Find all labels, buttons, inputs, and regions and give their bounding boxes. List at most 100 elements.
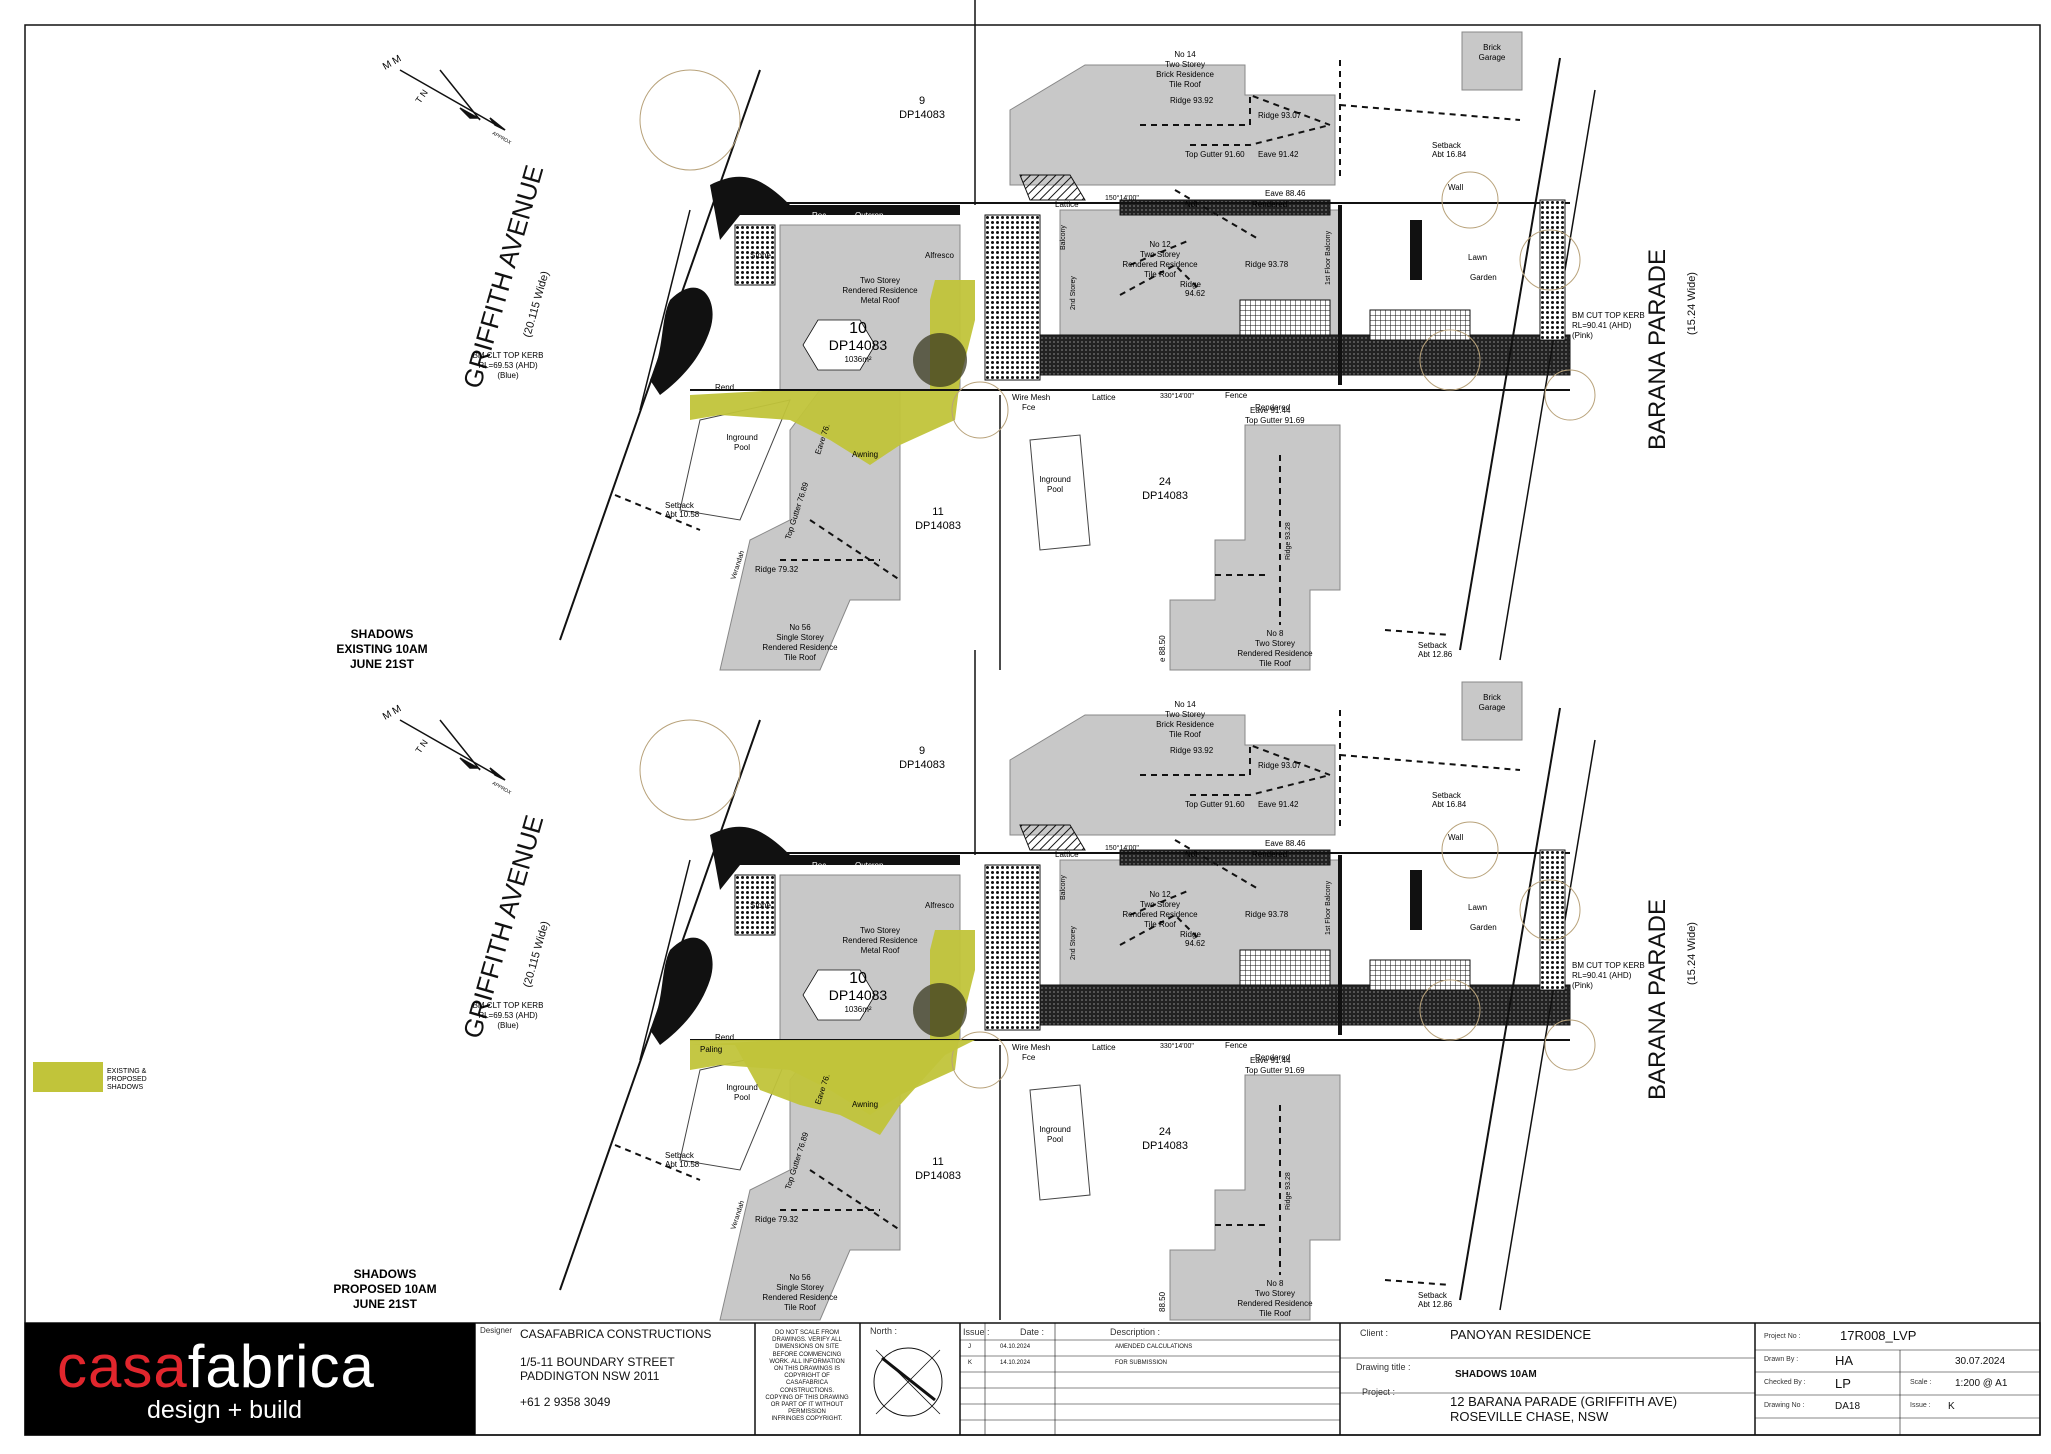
plan-label: Setback xyxy=(1432,791,1462,800)
plan-label: Awning xyxy=(852,450,878,459)
plan-label: Ridge 93.78 xyxy=(1245,910,1289,919)
plan-label: DP14083 xyxy=(1142,1140,1188,1152)
plan-label: e 88.50 xyxy=(1158,635,1167,662)
plan-label: Awning xyxy=(852,1100,878,1109)
plan-label: Roc xyxy=(812,211,826,220)
plan-label: Garden xyxy=(1470,923,1497,932)
plan-label: Alfresco xyxy=(925,901,954,910)
plan-label: Outcrop xyxy=(855,861,884,870)
plan-label: 150°14'00" xyxy=(1105,194,1139,202)
plan-label: Rendered Residence xyxy=(1122,260,1198,269)
plan-label: No 14 xyxy=(1174,700,1196,709)
company-logo: casafabrica design + build xyxy=(25,1323,475,1435)
project-no-label: Project No : xyxy=(1764,1333,1801,1340)
plan-label: Eave 91.44 xyxy=(1250,1056,1291,1065)
plan-label: Eave 88.46 xyxy=(1265,839,1306,848)
date-value: 30.07.2024 xyxy=(1955,1356,2006,1367)
plan-label: Top Gutter 91.69 xyxy=(1245,416,1305,425)
plan-label: 150°14'00" xyxy=(1105,844,1139,852)
plan-label: M M xyxy=(381,53,403,72)
scale: 1:200 @ A1 xyxy=(1955,1378,2008,1389)
plan-label: Garage xyxy=(1479,703,1506,712)
plan-label: 330°14'00" xyxy=(1160,1042,1194,1050)
plan-label: (Blue) xyxy=(497,1021,519,1030)
plan-label: BM CUT TOP KERB xyxy=(1572,311,1645,320)
issue-row-2-issue: K xyxy=(968,1360,973,1366)
checked-by: LP xyxy=(1835,1376,1851,1391)
plan-label: Balcony xyxy=(1060,225,1067,250)
plan-label: Tile Roof xyxy=(1259,1309,1291,1318)
plan-label: 9 xyxy=(919,745,925,757)
date-header: Date : xyxy=(1020,1327,1045,1337)
plan-label: APPROX xyxy=(491,131,513,147)
plan-label: Ridge 93.92 xyxy=(1170,96,1214,105)
plan-label: Abt 16.84 xyxy=(1432,150,1467,159)
plan-label: BM CLT TOP KERB xyxy=(473,1001,544,1010)
caption-line2: EXISTING 10AM xyxy=(336,642,427,656)
plan-label: Balcony xyxy=(1060,875,1067,900)
plan-label: 9 xyxy=(919,95,925,107)
plan-label: 1036m² xyxy=(844,1005,871,1014)
plan-label: DP14083 xyxy=(829,337,888,353)
plan-label: Rendered Residence xyxy=(1237,649,1313,658)
plan-label: (Pink) xyxy=(1572,331,1593,340)
plan-label: Tile Roof xyxy=(1259,659,1291,668)
plan-label: Top Gutter 91.60 xyxy=(1185,150,1245,159)
plan-label: Abt 16.84 xyxy=(1432,800,1467,809)
plan-label: Two Storey xyxy=(1255,1289,1295,1298)
plan-label: JUNE 21ST xyxy=(353,1297,418,1311)
plan-label: Tile Roof xyxy=(1144,270,1176,279)
plan-label: Ridge 79.32 xyxy=(755,565,799,574)
plan-label: Setback xyxy=(665,1151,695,1160)
plan-label: Ridge 93.07 xyxy=(1258,761,1302,770)
plan-label: DP14083 xyxy=(899,109,945,121)
plan-label: Wire Mesh xyxy=(1012,1043,1050,1052)
plan-label: No 14 xyxy=(1174,50,1196,59)
plan-label: Eave 91.42 xyxy=(1258,150,1299,159)
logo-text-fabrica: fabrica xyxy=(187,1333,375,1400)
plan-label: (Blue) xyxy=(497,371,519,380)
plan-label: Fence xyxy=(1225,1041,1248,1050)
plan-label: Metal Roof xyxy=(861,946,900,955)
north-label: North : xyxy=(870,1326,898,1336)
issue-value: K xyxy=(1948,1401,1955,1412)
plan-label: T N xyxy=(413,88,429,105)
plan-label: Rend. xyxy=(715,383,736,392)
plan-label: RL=69.53 (AHD) xyxy=(478,1011,538,1020)
project-address2: ROSEVILLE CHASE, NSW xyxy=(1450,1409,1609,1424)
plan-label: Ridge 93.28 xyxy=(1285,522,1292,560)
plan-label: 24 xyxy=(1159,476,1171,488)
plan-label: Two Storey xyxy=(1140,250,1180,259)
plan-label: Tile Roof xyxy=(784,1303,816,1312)
drawing-title-label: Drawing title : xyxy=(1356,1362,1411,1372)
plan-label: DP14083 xyxy=(899,759,945,771)
logo-tagline: design + build xyxy=(147,1396,302,1424)
plan-label: Abt 10.58 xyxy=(665,1160,700,1169)
plan-label: SHADOWS xyxy=(107,1084,144,1091)
plan-label: DP14083 xyxy=(915,1170,961,1182)
plan-label: Tile Roof xyxy=(784,653,816,662)
road-east-label: BARANA PARADE xyxy=(1644,249,1671,450)
project-no: 17R008_LVP xyxy=(1840,1328,1917,1343)
plan-label: Rendered Residence xyxy=(762,1293,838,1302)
plan-label: Not xyxy=(1185,200,1198,209)
designer-phone: +61 2 9358 3049 xyxy=(520,1395,611,1409)
plan-label: Two Storey xyxy=(860,926,900,935)
project-address1: 12 BARANA PARADE (GRIFFITH AVE) xyxy=(1450,1394,1678,1409)
plan-label: Two Storey xyxy=(1255,639,1295,648)
plan-label: Single Storey xyxy=(776,1283,824,1292)
plan-label: Fce xyxy=(1022,1053,1036,1062)
designer-label: Designer xyxy=(480,1326,513,1335)
plan-label: T N xyxy=(413,738,429,755)
shadow-legend: EXISTING & PROPOSED SHADOWS xyxy=(33,1062,147,1092)
plan-label: Lawn xyxy=(1468,903,1487,912)
plan-label: Roc xyxy=(812,861,826,870)
plan-existing: GRIFFITH AVENUE (20.115 Wide) BARANA PAR… xyxy=(336,0,1698,672)
plan-label: Setback xyxy=(1418,1291,1448,1300)
plan-label: BM CUT TOP KERB xyxy=(1572,961,1645,970)
plan-label: No 8 xyxy=(1267,1279,1284,1288)
drawn-by: HA xyxy=(1835,1353,1854,1368)
plan-label: No 56 xyxy=(789,1273,811,1282)
plan-label: Rendered xyxy=(1255,403,1290,412)
plan-label: No 8 xyxy=(1267,629,1284,638)
